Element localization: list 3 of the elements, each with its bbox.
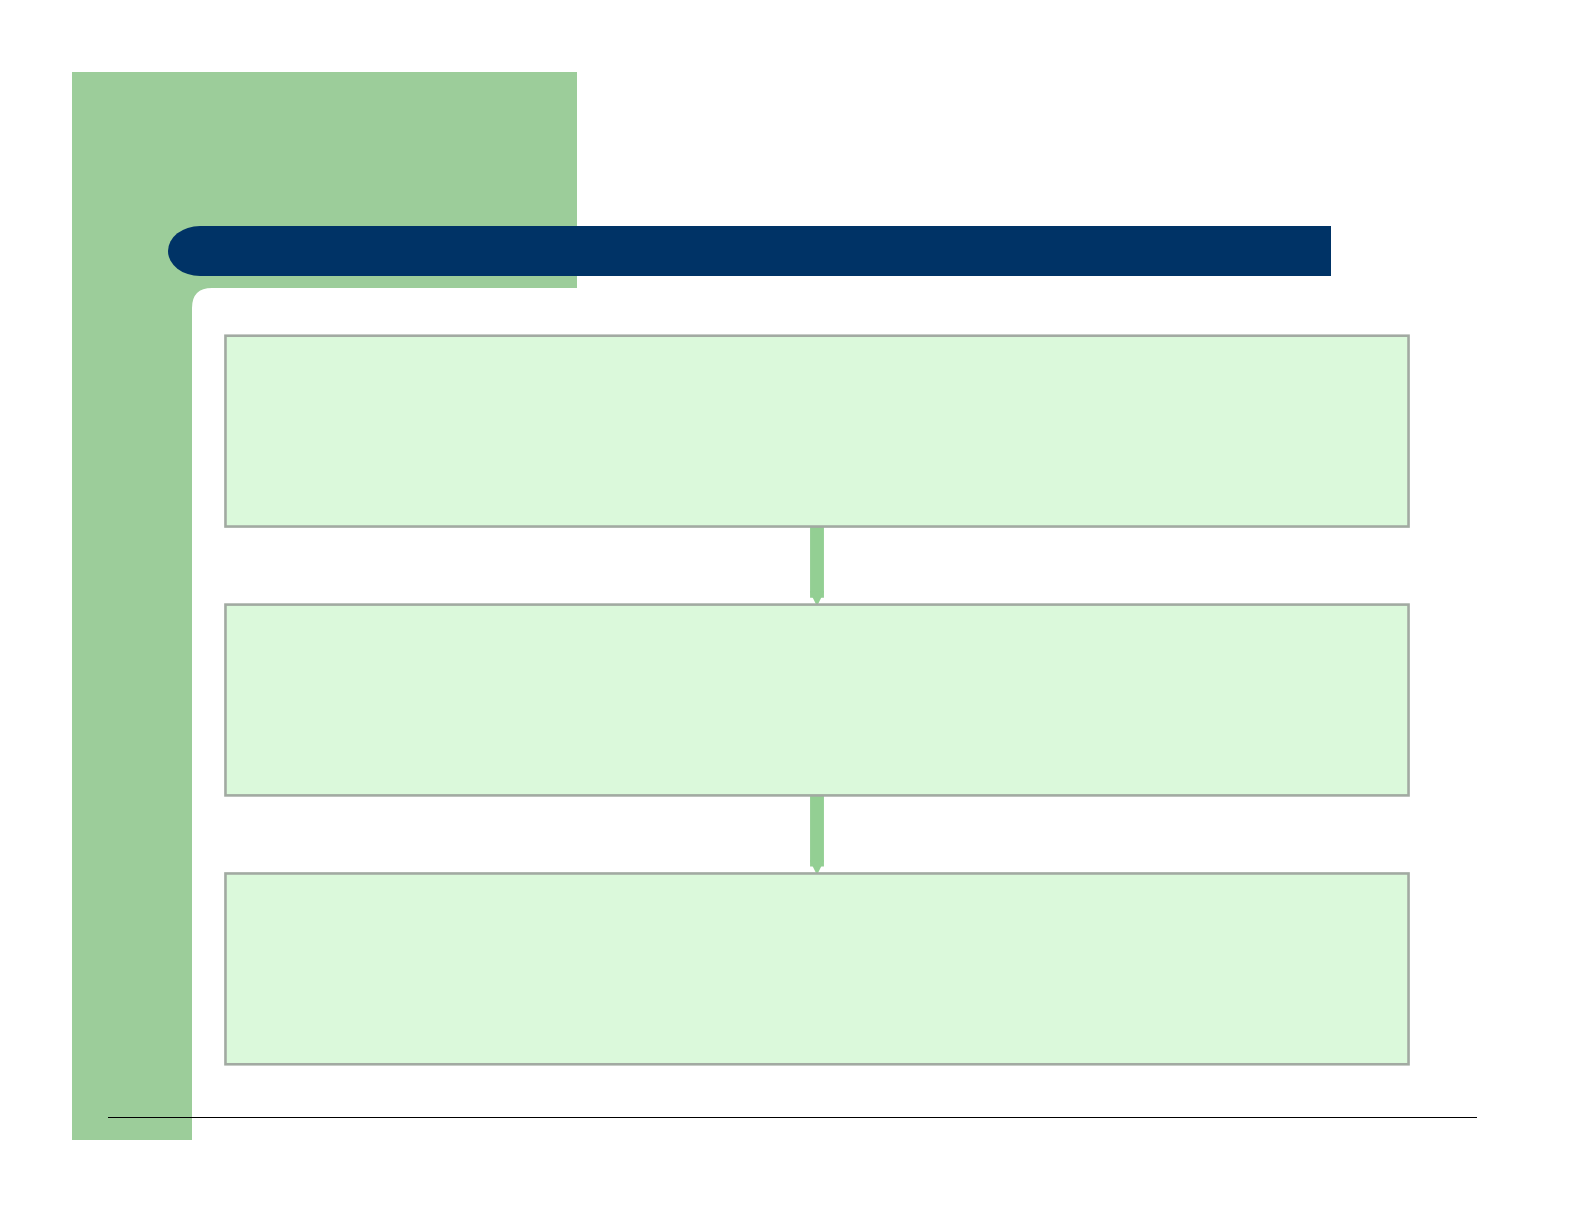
process-box [224,603,1410,797]
process-box [224,334,1410,528]
process-box [224,872,1410,1066]
